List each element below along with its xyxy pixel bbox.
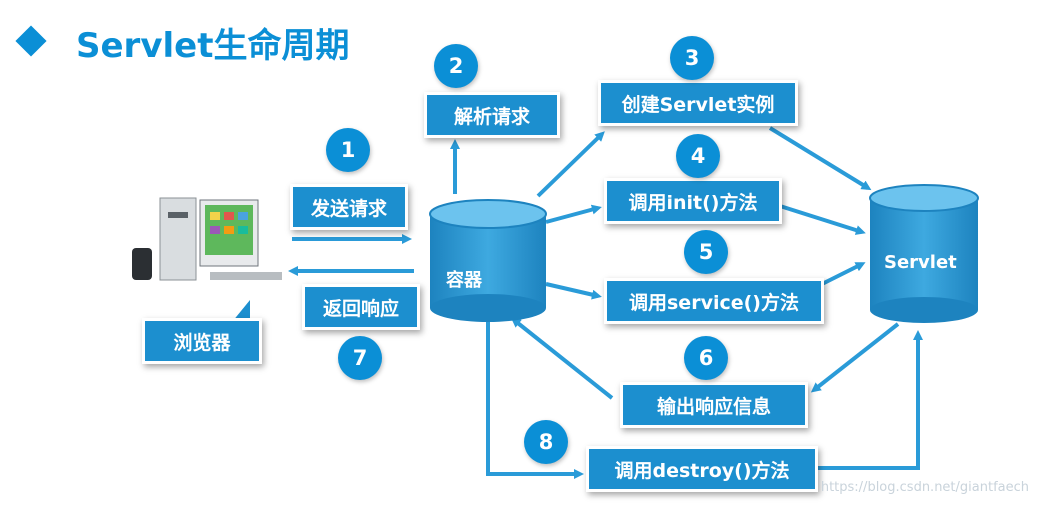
step-3-number: 3 [670, 36, 714, 80]
step-5-box: 调用service()方法 [604, 278, 824, 324]
step-7-box: 返回响应 [302, 284, 420, 330]
step-5-number: 5 [684, 230, 728, 274]
step-1-number: 1 [326, 128, 370, 172]
step-4-box: 调用init()方法 [604, 178, 782, 224]
container-cylinder [429, 199, 547, 322]
browser-label: 浏览器 [142, 318, 262, 364]
step-7-number: 7 [338, 336, 382, 380]
servlet-label: Servlet [884, 252, 957, 273]
step-3-box: 创建Servlet实例 [598, 80, 798, 126]
servlet-cylinder [869, 184, 979, 323]
step-2-number: 2 [434, 44, 478, 88]
step-4-number: 4 [676, 134, 720, 178]
step-8-number: 8 [524, 420, 568, 464]
step-6-box: 输出响应信息 [620, 382, 808, 428]
step-2-box: 解析请求 [424, 92, 560, 138]
computer-icon [132, 197, 282, 281]
step-8-box: 调用destroy()方法 [586, 446, 818, 492]
page-title: Servlet生命周期 [76, 26, 350, 66]
callout-tail [232, 300, 250, 322]
watermark-url: https://blog.csdn.net/giantfaech [820, 480, 1029, 495]
step-6-number: 6 [684, 336, 728, 380]
step-1-box: 发送请求 [290, 184, 408, 230]
container-label: 容器 [446, 270, 482, 291]
